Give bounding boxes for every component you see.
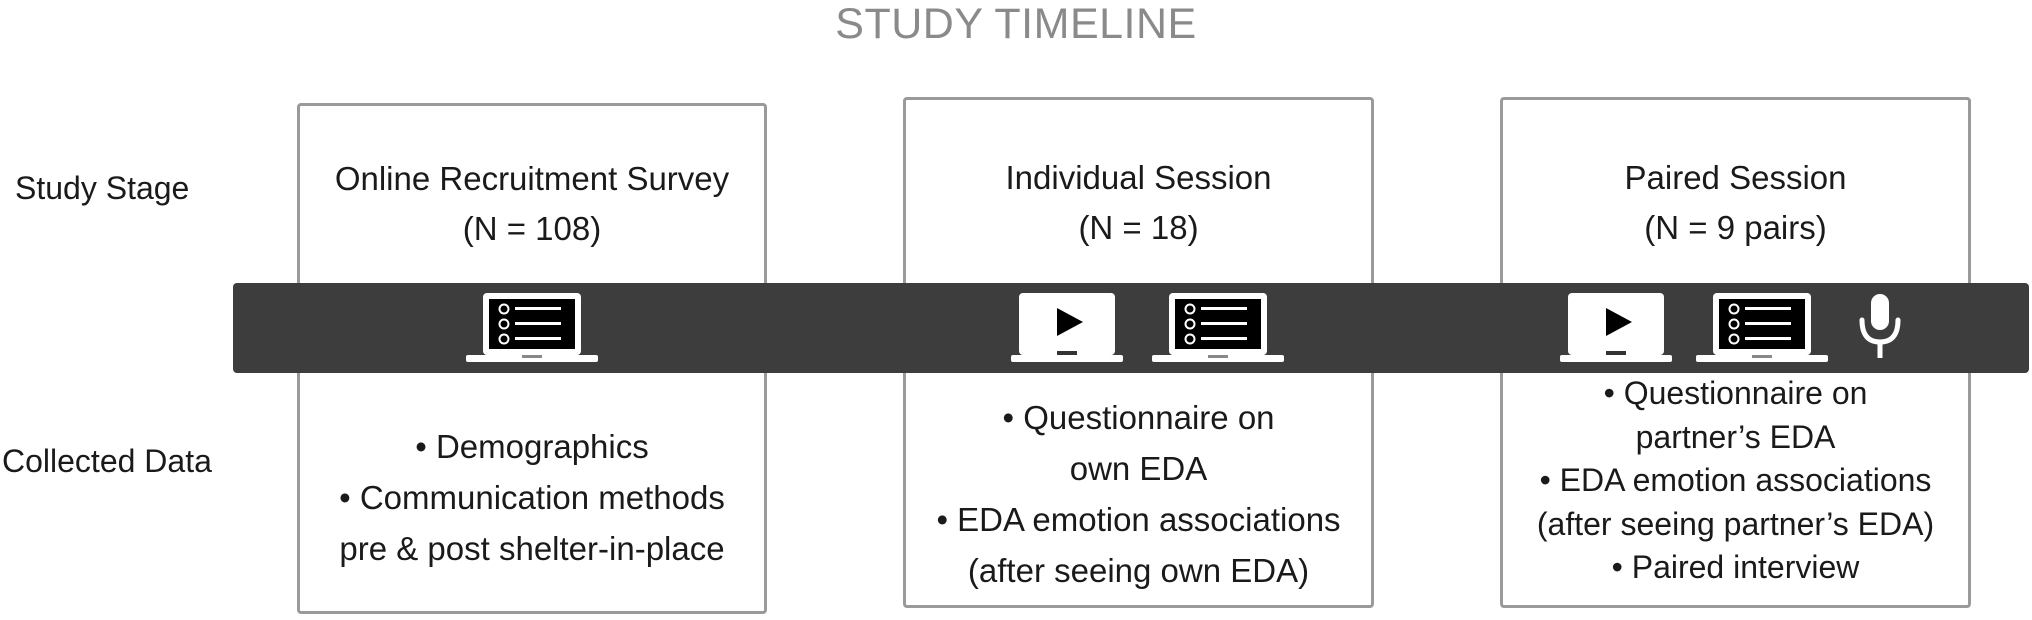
data-item: • EDA emotion associations	[936, 501, 1341, 538]
video-laptop-icon	[1011, 288, 1123, 366]
data-item: • Paired interview	[1611, 549, 1860, 585]
stage-name: Online Recruitment Survey	[334, 160, 730, 197]
stage-sample-size: (N = 9 pairs)	[1644, 209, 1827, 246]
data-item: pre & post shelter-in-place	[339, 530, 725, 567]
data-item: • Communication methods	[339, 479, 725, 516]
microphone-icon	[1854, 292, 1906, 362]
stage-sample-size: (N = 18)	[1078, 209, 1199, 246]
data-item: • Questionnaire on	[1002, 399, 1275, 436]
data-item: • Questionnaire on	[1603, 375, 1868, 411]
data-item: • Demographics	[415, 428, 649, 465]
survey-laptop-icon	[466, 288, 598, 366]
survey-laptop-icon	[1152, 288, 1284, 366]
stage-name: Paired Session	[1624, 159, 1847, 196]
video-laptop-icon	[1560, 288, 1672, 366]
row-label-collected-data: Collected Data	[2, 443, 212, 479]
row-label-study-stage: Study Stage	[15, 170, 190, 206]
data-item: • EDA emotion associations	[1539, 462, 1932, 498]
survey-laptop-icon	[1696, 288, 1828, 366]
data-item: (after seeing own EDA)	[967, 552, 1310, 589]
data-item: partner’s EDA	[1635, 418, 1836, 455]
stage-sample-size: (N = 108)	[462, 210, 602, 247]
stage-name: Individual Session	[1005, 159, 1272, 196]
data-item: (after seeing partner’s EDA)	[1536, 505, 1935, 542]
diagram-title: STUDY TIMELINE	[835, 0, 1197, 48]
data-item: own EDA	[1069, 450, 1208, 487]
